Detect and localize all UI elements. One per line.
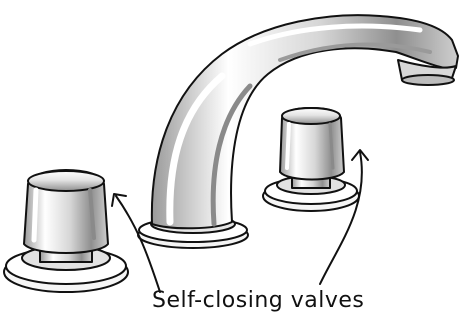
valve-handle-icon (23, 169, 109, 254)
caption-label: Self-closing valves (152, 288, 365, 313)
left-valve (3, 169, 129, 293)
faucet-spout (137, 14, 459, 249)
right-valve (262, 107, 360, 212)
arrow-to-left-valve (115, 195, 161, 293)
valve-handle-icon (279, 107, 345, 181)
callout-arrows (111, 149, 369, 293)
arrowhead-right (351, 149, 369, 161)
arrowhead-left (111, 193, 127, 207)
arrow-to-right-valve (319, 151, 363, 285)
